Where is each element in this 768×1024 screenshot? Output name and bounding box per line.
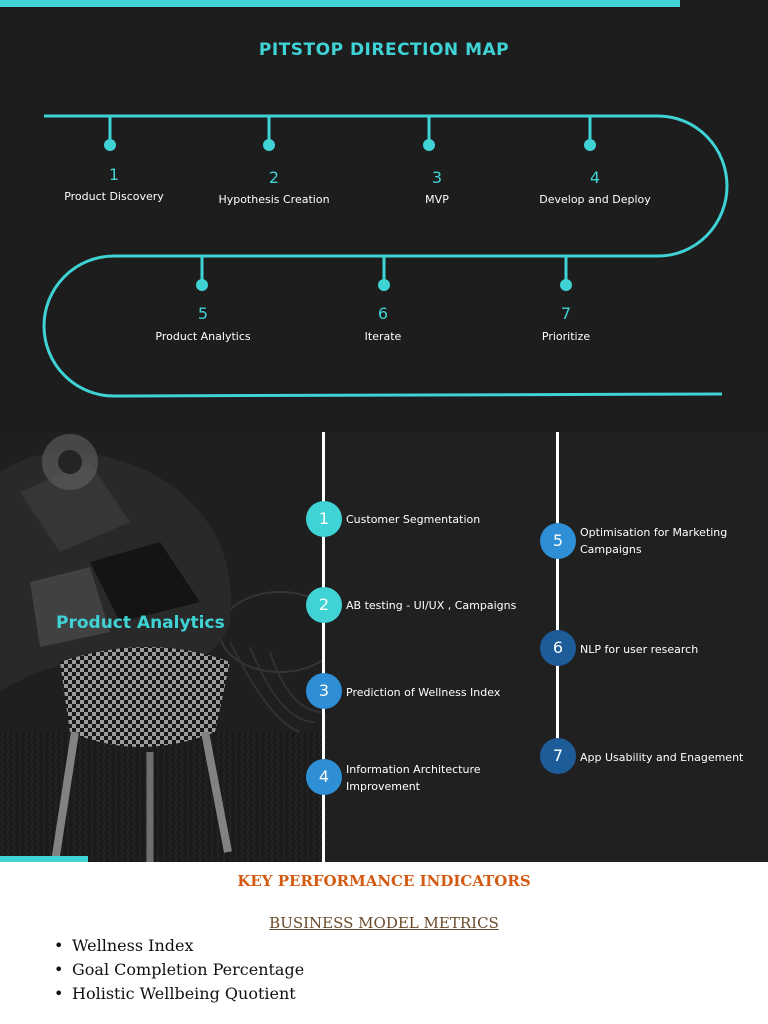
top-accent-bar xyxy=(0,0,680,7)
step-number: 5 xyxy=(197,304,209,323)
list-item: • Wellness Index xyxy=(54,934,304,958)
bullet-icon: • xyxy=(54,936,64,955)
step-number: 3 xyxy=(431,168,443,187)
timeline-node: 4 xyxy=(306,759,342,795)
timeline-line-right xyxy=(556,432,559,772)
accent-bar-left xyxy=(0,856,88,862)
timeline-label: Prediction of Wellness Index xyxy=(346,686,501,699)
step-number: 4 xyxy=(589,168,601,187)
step-number: 1 xyxy=(108,165,120,184)
direction-map-track xyxy=(42,114,729,398)
bullet-icon: • xyxy=(54,960,64,979)
kpi-title: KEY PERFORMANCE INDICATORS xyxy=(237,872,531,890)
timeline-node: 2 xyxy=(306,587,342,623)
business-model-metrics-title: BUSINESS MODEL METRICS xyxy=(269,914,499,932)
metric-label: Wellness Index xyxy=(72,936,194,955)
step-label: Prioritize xyxy=(541,330,591,343)
step-label: Hypothesis Creation xyxy=(218,193,330,206)
timeline-node: 6 xyxy=(540,630,576,666)
chair-photo: Product Analytics xyxy=(0,432,323,862)
bullet-icon: • xyxy=(54,984,64,1003)
step-label: Product Discovery xyxy=(64,190,164,203)
chair-photo-graphic xyxy=(0,432,323,862)
list-item: • Goal Completion Percentage xyxy=(54,958,304,982)
step-label: Product Analytics xyxy=(155,330,251,343)
kpi-metrics-list: • Wellness Index • Goal Completion Percent… xyxy=(54,934,304,1006)
direction-map-panel: PITSTOP DIRECTION MAP 1 Product Discover… xyxy=(0,0,768,432)
step-label: Iterate xyxy=(364,330,402,343)
timeline-label: NLP for user research xyxy=(580,643,699,656)
step-label: MVP xyxy=(425,193,449,206)
step-label: Develop and Deploy xyxy=(539,193,651,206)
timeline-label: Optimisation for Marketing Campaigns xyxy=(580,526,728,556)
timeline-label: App Usability and Enagement xyxy=(580,751,744,764)
product-analytics-title: Product Analytics xyxy=(56,613,225,633)
timeline-label: Information Architecture Improvement xyxy=(346,763,481,793)
timeline-node: 3 xyxy=(306,673,342,709)
step-number: 2 xyxy=(268,168,280,187)
timeline-label: AB testing - UI/UX , Campaigns xyxy=(346,599,517,612)
timeline-node: 1 xyxy=(306,501,342,537)
timeline-line-left xyxy=(322,432,325,862)
timeline-node: 5 xyxy=(540,523,576,559)
metric-label: Holistic Wellbeing Quotient xyxy=(72,984,296,1003)
direction-map-title: PITSTOP DIRECTION MAP xyxy=(258,40,510,60)
step-number: 6 xyxy=(377,304,389,323)
timeline-label: Customer Segmentation xyxy=(346,513,481,526)
product-analytics-panel: Product Analytics 1 Customer Segmentatio… xyxy=(0,432,768,862)
step-number: 7 xyxy=(560,304,572,323)
metric-label: Goal Completion Percentage xyxy=(72,960,305,979)
list-item: • Holistic Wellbeing Quotient xyxy=(54,982,304,1006)
timeline-node: 7 xyxy=(540,738,576,774)
